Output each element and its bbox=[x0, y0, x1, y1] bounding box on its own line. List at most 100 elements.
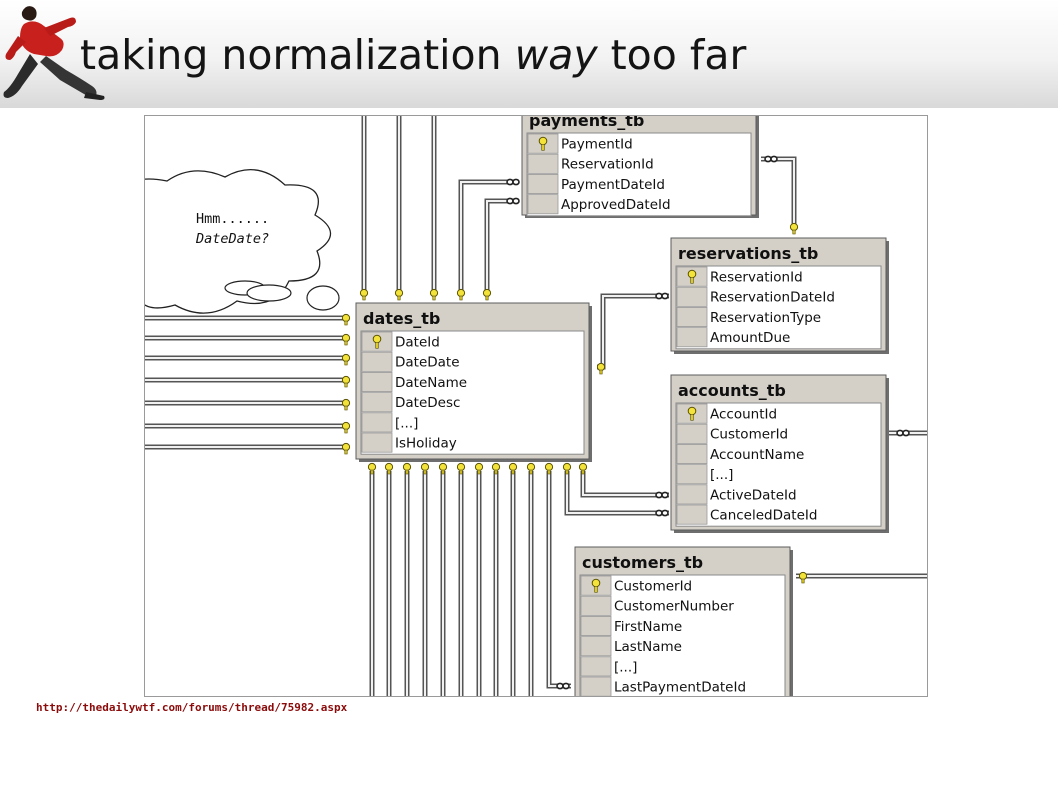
thought-bubble-line-1: Hmm...... bbox=[196, 211, 269, 227]
table-column-row[interactable]: FirstName bbox=[580, 616, 682, 637]
table-column-row[interactable]: DateName bbox=[361, 372, 467, 393]
table-column-row[interactable]: AccountId bbox=[676, 403, 777, 424]
thought-bubble-small-cloud bbox=[306, 285, 340, 311]
table-column-row[interactable]: IsHoliday bbox=[361, 432, 457, 453]
table-column-row[interactable]: DateDate bbox=[361, 351, 460, 372]
key-end-bow bbox=[341, 421, 351, 431]
row-selector bbox=[527, 153, 559, 174]
relationship-line bbox=[580, 471, 669, 498]
many-end-loop bbox=[655, 509, 663, 517]
table-column-row[interactable]: PaymentDateId bbox=[527, 174, 665, 195]
key-end-shaft bbox=[344, 320, 348, 326]
table-column-row[interactable]: CanceledDateId bbox=[676, 504, 817, 525]
table-column-row[interactable]: ReservationId bbox=[676, 266, 803, 287]
table-column-row[interactable]: DateDesc bbox=[361, 392, 460, 413]
key-end-icon bbox=[341, 398, 351, 411]
key-end-bow bbox=[420, 462, 430, 472]
table-column-row[interactable]: LastPaymentDateId bbox=[580, 676, 746, 696]
relationship-line bbox=[484, 198, 517, 295]
many-end-loop bbox=[512, 197, 520, 205]
key-end-bow bbox=[526, 462, 536, 472]
key-shaft bbox=[541, 144, 545, 151]
key-end-shaft bbox=[441, 469, 445, 475]
key-end-icon bbox=[341, 421, 351, 434]
column-name: LastName bbox=[614, 639, 682, 655]
column-name: [...] bbox=[710, 467, 733, 483]
key-end-bow bbox=[491, 462, 501, 472]
key-end-bow bbox=[359, 288, 369, 298]
key-end-bow bbox=[367, 462, 377, 472]
table-column-row[interactable]: AmountDue bbox=[676, 327, 790, 348]
key-end-bow bbox=[341, 442, 351, 452]
table-name: reservations_tb bbox=[678, 244, 818, 263]
key-end-icon bbox=[526, 462, 536, 475]
column-name: CustomerId bbox=[710, 427, 788, 443]
many-end-loop bbox=[661, 292, 669, 300]
relationship-line-core bbox=[582, 471, 669, 496]
key-end-icon bbox=[402, 462, 412, 475]
key-end-bow bbox=[429, 288, 439, 298]
key-end-icon bbox=[482, 288, 492, 301]
table-column-row[interactable]: [...] bbox=[361, 412, 418, 433]
key-end-bow bbox=[394, 288, 404, 298]
slide-header: taking normalization way too far bbox=[0, 0, 1058, 108]
table-column-row[interactable]: ApprovedDateId bbox=[527, 194, 671, 215]
many-end-loop bbox=[506, 178, 514, 186]
many-end-loop bbox=[764, 155, 772, 163]
source-link[interactable]: http://thedailywtf.com/forums/thread/759… bbox=[36, 701, 348, 714]
many-end-loop bbox=[661, 491, 669, 499]
key-end-shaft bbox=[599, 369, 603, 375]
key-bow bbox=[372, 334, 382, 344]
key-end-shaft bbox=[477, 469, 481, 475]
table-column-row[interactable]: ActiveDateId bbox=[676, 484, 797, 505]
column-name: [...] bbox=[614, 659, 637, 675]
table-column-row[interactable]: [...] bbox=[676, 464, 733, 485]
column-name: [...] bbox=[395, 415, 418, 431]
column-name: DateDesc bbox=[395, 395, 460, 411]
many-end-loop bbox=[661, 509, 669, 517]
key-bow bbox=[538, 136, 548, 146]
key-end-bow bbox=[789, 222, 799, 232]
table-column-row[interactable]: LastName bbox=[580, 636, 682, 657]
key-end-icon bbox=[341, 353, 351, 366]
column-name: FirstName bbox=[614, 619, 682, 635]
column-name: ActiveDateId bbox=[710, 487, 797, 503]
table-column-row[interactable]: CustomerNumber bbox=[580, 595, 734, 616]
table-payments-tb: payments_tbPaymentIdReservationIdPayment… bbox=[521, 116, 759, 218]
key-end-icon bbox=[438, 462, 448, 475]
table-column-row[interactable]: ReservationType bbox=[676, 307, 821, 328]
table-name: accounts_tb bbox=[678, 381, 786, 400]
key-end-icon bbox=[429, 288, 439, 301]
table-column-row[interactable]: ReservationDateId bbox=[676, 286, 835, 307]
table-column-row[interactable]: CustomerId bbox=[676, 423, 788, 444]
table-accounts-tb: accounts_tbAccountIdCustomerIdAccountNam… bbox=[670, 374, 889, 533]
many-end-icon bbox=[655, 509, 669, 517]
table-column-row[interactable]: PaymentId bbox=[527, 133, 633, 154]
key-end-shaft bbox=[511, 469, 515, 475]
key-end-shaft bbox=[581, 469, 585, 475]
thought-bubble: Hmm......DateDate? bbox=[145, 169, 340, 314]
column-name: IsHoliday bbox=[395, 436, 457, 452]
table-column-row[interactable]: DateId bbox=[361, 331, 440, 352]
row-selector bbox=[676, 484, 708, 505]
key-end-icon bbox=[420, 462, 430, 475]
table-column-row[interactable]: AccountName bbox=[676, 444, 804, 465]
thought-bubble-cloud bbox=[145, 169, 332, 314]
title-start: taking normalization bbox=[80, 31, 515, 79]
row-selector bbox=[676, 286, 708, 307]
key-end-icon bbox=[367, 462, 377, 475]
column-name: DateName bbox=[395, 375, 467, 391]
row-selector bbox=[527, 194, 559, 215]
column-name: ReservationDateId bbox=[710, 290, 835, 306]
key-end-shaft bbox=[387, 469, 391, 475]
relationship-lines bbox=[145, 116, 927, 696]
table-column-row[interactable]: CustomerId bbox=[580, 575, 692, 596]
many-end-loop bbox=[896, 429, 904, 437]
column-name: DateId bbox=[395, 335, 440, 351]
table-column-row[interactable]: ReservationId bbox=[527, 153, 654, 174]
key-end-shaft bbox=[423, 469, 427, 475]
table-column-row[interactable]: [...] bbox=[580, 656, 637, 677]
column-name: AccountId bbox=[710, 407, 777, 423]
key-shaft bbox=[690, 277, 694, 284]
